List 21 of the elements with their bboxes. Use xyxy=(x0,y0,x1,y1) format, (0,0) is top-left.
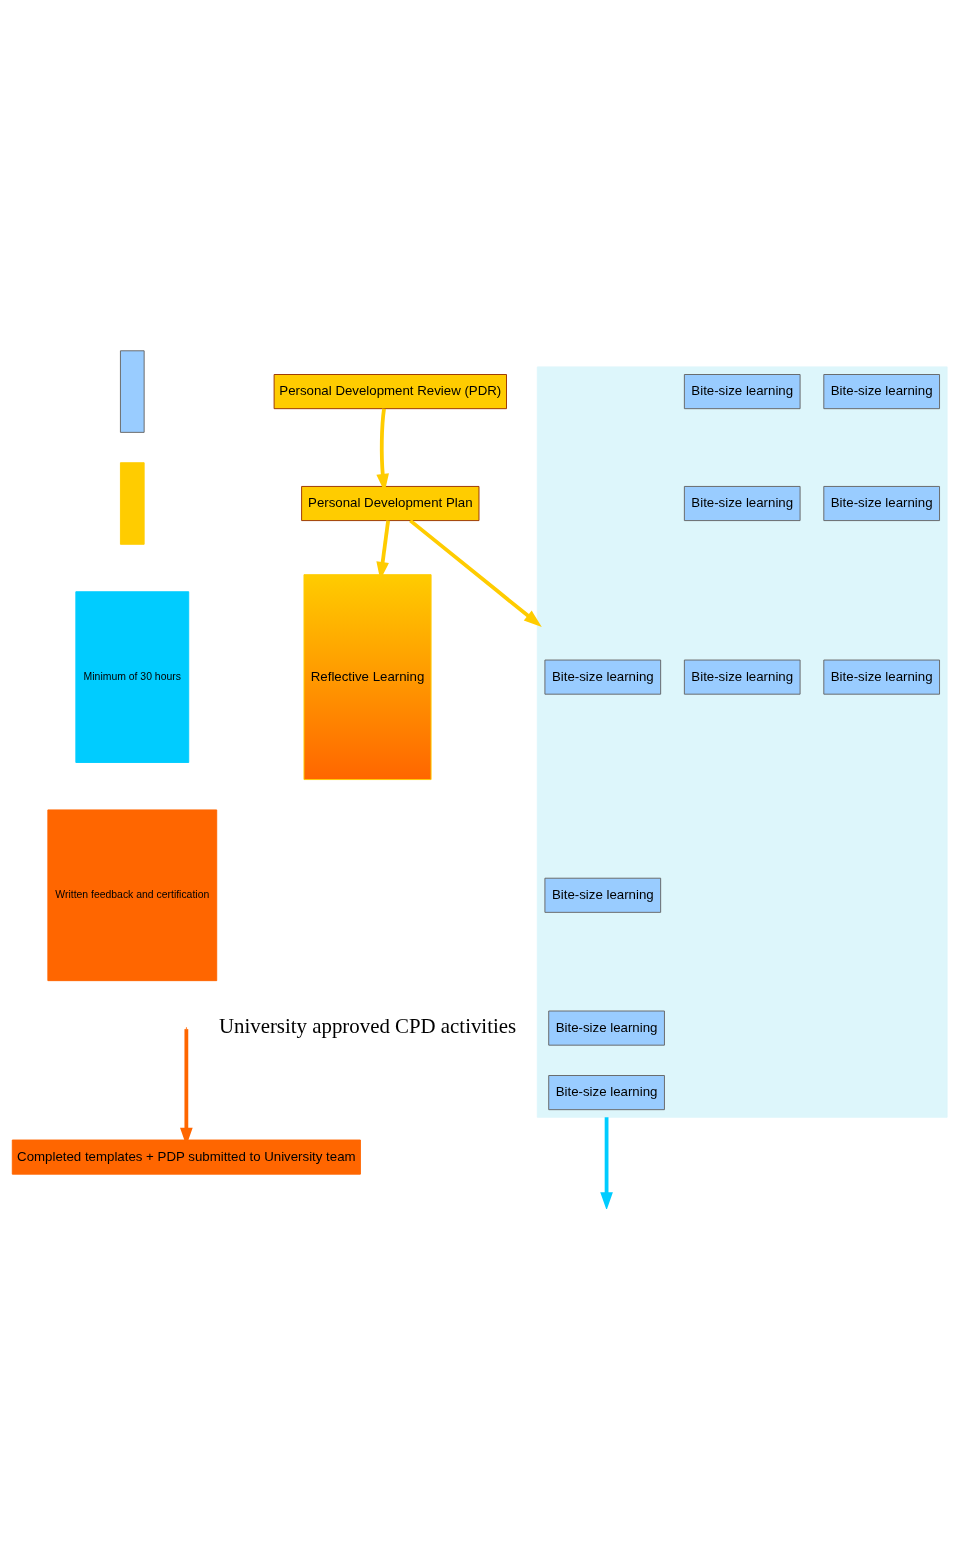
node-box: Bite-size learning xyxy=(683,373,801,409)
node-box: Bite-size learning xyxy=(823,485,940,521)
node-box: Bite-size learning xyxy=(544,877,662,913)
node-box: Completed templates + PDP submitted to University team xyxy=(11,1139,361,1175)
node-box: Bite-size learning xyxy=(548,1074,665,1110)
label: University approved CPD activities xyxy=(218,1013,517,1038)
node-box: Written feedback and certification xyxy=(47,808,218,981)
node-box: Bite-size learning xyxy=(544,659,662,695)
node-bar xyxy=(119,461,145,545)
node-box: Bite-size learning xyxy=(683,485,801,521)
node-box: Bite-size learning xyxy=(683,659,801,695)
node-bar xyxy=(119,349,145,433)
node-box: Minimum of 30 hours xyxy=(75,590,190,763)
arrow xyxy=(409,518,542,627)
node-box: Personal Development Plan xyxy=(301,485,480,521)
node-box: Bite-size learning xyxy=(823,659,940,695)
node-box: Personal Development Review (PDR) xyxy=(273,373,507,409)
node-box: Bite-size learning xyxy=(823,373,940,409)
node-box: Bite-size learning xyxy=(548,1010,665,1046)
cluster xyxy=(536,365,948,1118)
node-box: Reflective Learning xyxy=(303,573,432,780)
